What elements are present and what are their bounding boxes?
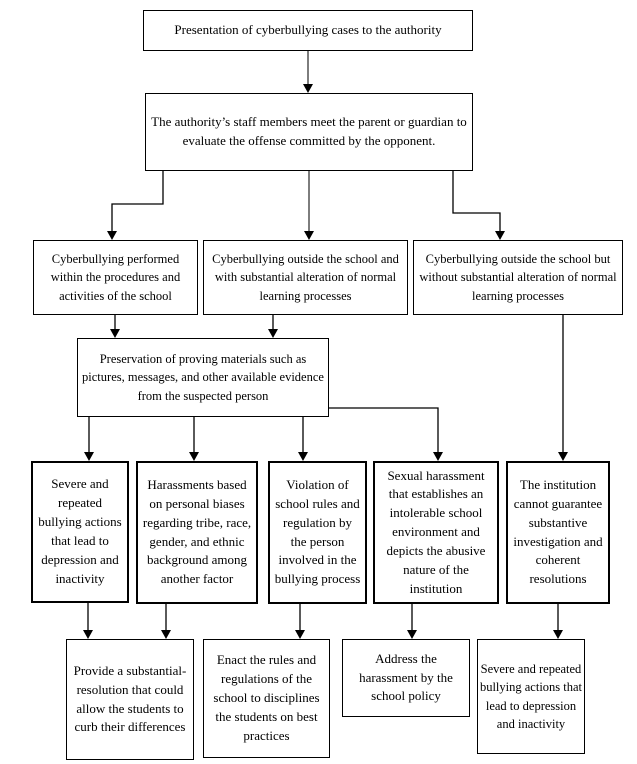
node-enact-rules: Enact the rules and regulations of the s… xyxy=(203,639,330,758)
node-provide-resolution: Provide a substantial-resolution that co… xyxy=(66,639,194,760)
connector-severe-provide xyxy=(83,603,93,639)
connector-outside-without-institution xyxy=(558,314,568,461)
node-harassments-biases: Harassments based on personal biases reg… xyxy=(136,461,258,604)
connector-authority-outside-without xyxy=(452,170,505,240)
connector-presentation-authority xyxy=(303,51,313,93)
connector-institution-severe-outcome xyxy=(553,604,563,639)
node-address-harassment: Address the harassment by the school pol… xyxy=(342,639,470,717)
node-violation-rules: Violation of school rules and regulation… xyxy=(268,461,367,604)
node-outside-without-alteration: Cyberbullying outside the school but wit… xyxy=(413,240,623,315)
node-severe-bullying: Severe and repeated bullying actions tha… xyxy=(31,461,129,603)
connector-preservation-harassments xyxy=(189,417,199,461)
connector-sexual-address xyxy=(407,604,417,639)
connector-outside-with-preservation xyxy=(268,315,278,338)
node-outside-with-alteration: Cyberbullying outside the school and wit… xyxy=(203,240,408,315)
connector-authority-within-school xyxy=(107,170,164,240)
node-presentation: Presentation of cyberbullying cases to t… xyxy=(143,10,473,51)
connector-preservation-violation xyxy=(298,417,308,461)
node-sexual-harassment: Sexual harassment that establishes an in… xyxy=(373,461,499,604)
connector-harassments-provide xyxy=(161,604,171,639)
node-within-school: Cyberbullying performed within the proce… xyxy=(33,240,198,315)
node-severe-bullying-outcome: Severe and repeated bullying actions tha… xyxy=(477,639,585,754)
connector-preservation-severe xyxy=(84,417,94,461)
connector-violation-enact xyxy=(295,604,305,639)
connector-authority-outside-with xyxy=(304,170,314,240)
node-institution-cannot: The institution cannot guarantee substan… xyxy=(506,461,610,604)
connector-within-school-preservation xyxy=(110,315,120,338)
node-preservation: Preservation of proving materials such a… xyxy=(77,338,329,417)
connector-preservation-sexual xyxy=(329,407,443,461)
node-authority-meeting: The authority’s staff members meet the p… xyxy=(145,93,473,171)
